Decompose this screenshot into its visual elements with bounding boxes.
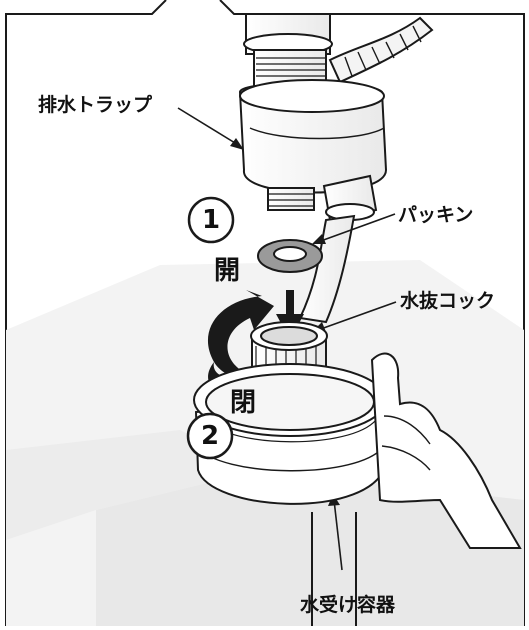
hose: [328, 16, 434, 84]
label-drain-trap: 排水トラップ: [38, 94, 153, 116]
leader-water-container: [333, 499, 343, 571]
packing-ring: [257, 239, 323, 273]
label-water-container: 水受け容器: [300, 594, 396, 616]
water-container: [193, 363, 388, 505]
leader-lines: [177, 107, 397, 571]
arrowhead-packing: [312, 234, 326, 244]
leader-drain-trap: [177, 107, 241, 147]
leader-packing: [317, 213, 396, 243]
leader-drain-cock: [317, 301, 397, 331]
callout-frame: [5, 0, 525, 626]
step-circles: [186, 196, 235, 460]
rotate-open-arrow: [207, 290, 274, 380]
hand: [370, 352, 522, 549]
drain-trap-body: [238, 13, 388, 324]
arrowhead-drain-trap: [230, 138, 244, 150]
step2-circle: [186, 412, 234, 460]
step1-number: 1: [202, 205, 221, 235]
label-open: 開: [214, 256, 241, 286]
label-drain-cock: 水抜コック: [400, 290, 496, 312]
step2-number: 2: [201, 421, 220, 451]
step1-circle: [187, 196, 235, 244]
label-close: 閉: [230, 388, 257, 418]
support-post: [311, 512, 357, 626]
label-packing: パッキン: [398, 204, 474, 226]
